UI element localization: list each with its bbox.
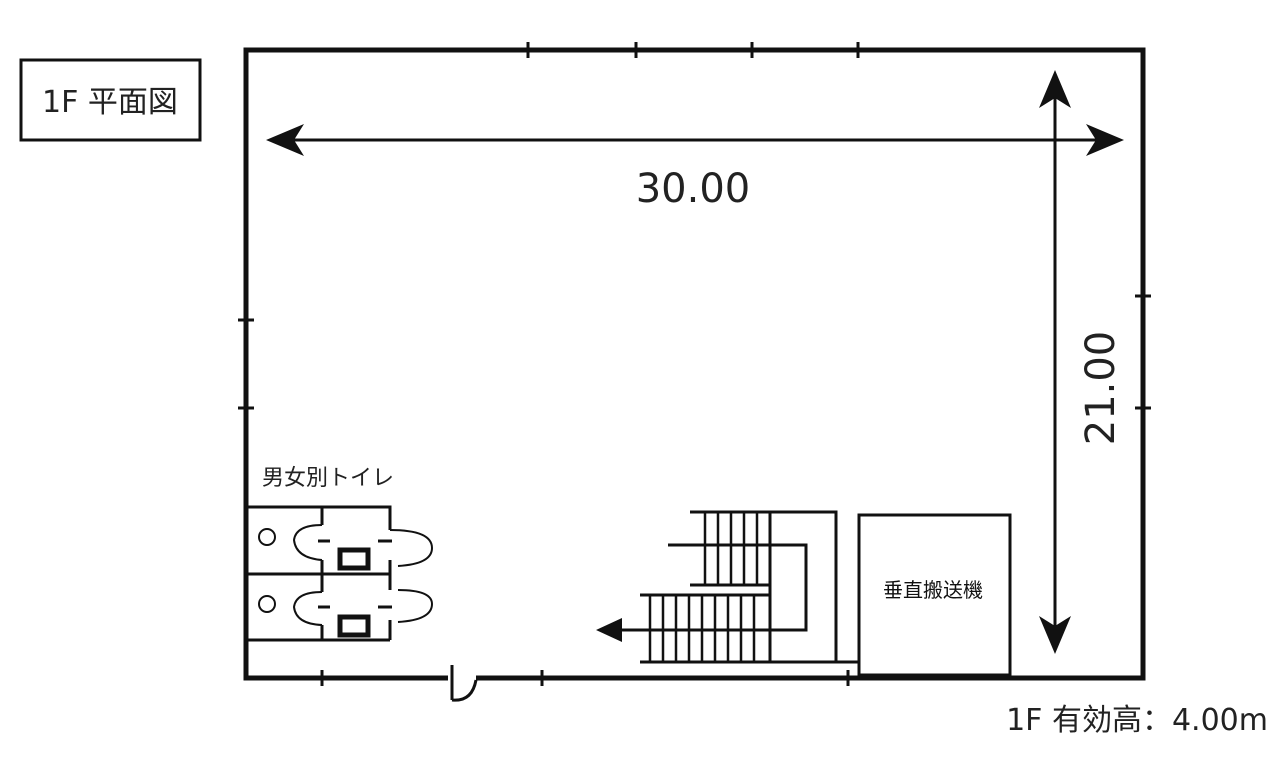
- outer-wall: [238, 42, 1151, 686]
- vertical-conveyor-box: [857, 513, 1012, 677]
- staircase: [612, 510, 860, 664]
- depth-dimension-arrow: [1039, 70, 1071, 654]
- stair-direction-arrow-icon: [596, 618, 622, 642]
- depth-dimension-label: 21.00: [1078, 331, 1124, 446]
- entrance-door: [448, 665, 478, 702]
- toilet-rooms: [248, 505, 434, 642]
- width-dimension-arrow: [266, 124, 1124, 156]
- title-box: 1F 平面図: [19, 58, 202, 142]
- plan-title: 1F 平面図: [42, 85, 178, 120]
- width-dimension-label: 30.00: [636, 166, 751, 212]
- toilet-label: 男女別トイレ: [262, 466, 394, 491]
- effective-height-label: 1F 有効高：4.00m: [1006, 703, 1268, 738]
- vertical-conveyor-label: 垂直搬送機: [883, 578, 983, 602]
